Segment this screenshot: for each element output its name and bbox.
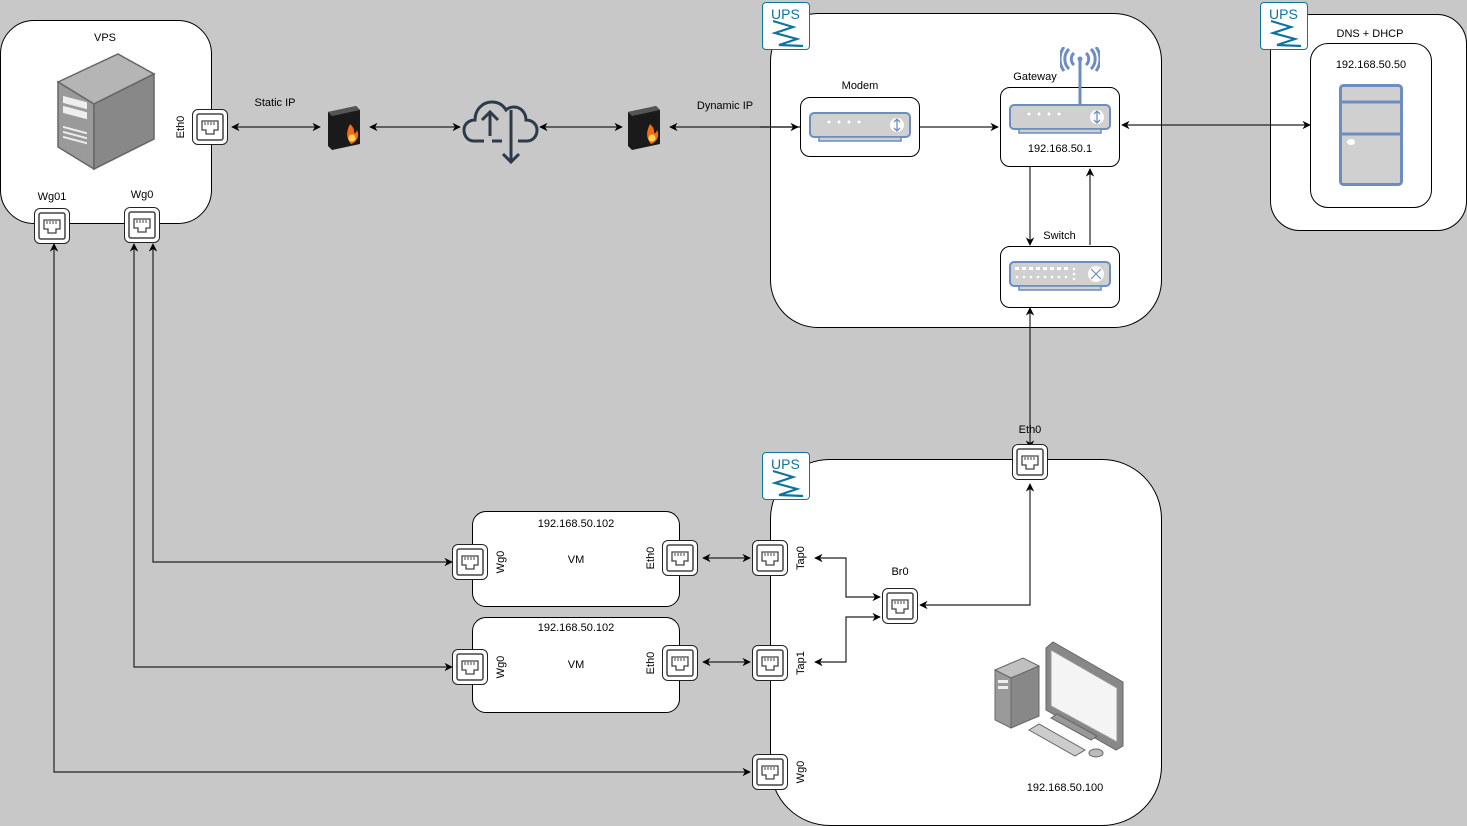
br0-bridge-port[interactable] [882,588,918,624]
host-eth0-port[interactable] [1012,444,1048,480]
link-vps-wg0-vm1 [148,243,453,567]
dynamic-ip-label: Dynamic IP [696,100,754,112]
tap1-label: Tap1 [795,651,807,675]
firewall-icon [326,106,364,153]
lightning-icon [771,469,804,497]
ethernet-port-icon [456,548,484,576]
vps-wg01-label: Wg01 [37,191,67,203]
tap0-label: Tap0 [795,546,807,570]
host-wg0-port[interactable] [752,754,788,790]
vps-wg01-port[interactable] [34,208,70,244]
vps-wg0-port[interactable] [124,207,160,243]
ethernet-port-icon [196,113,224,141]
dns-dhcp-ip: 192.168.50.50 [1335,59,1407,71]
vm2-wg0-port[interactable] [452,649,488,685]
vm1-eth0-label: Eth0 [645,546,657,570]
link-br0-tap0 [814,553,881,602]
ups-label: UPS [771,6,800,22]
link-br0-tap1 [814,612,881,667]
router-icon [1009,104,1111,134]
ups-badge-home: UPS [762,2,810,50]
link-vps-wg01-host [49,243,751,777]
vm-ip: 192.168.50.102 [537,622,615,634]
ethernet-port-icon [456,653,484,681]
vm-1[interactable]: 192.168.50.102 VM [472,511,680,607]
ups-badge-dns: UPS [1260,2,1308,50]
vm1-wg0-label: Wg0 [495,550,507,574]
vm2-eth0-label: Eth0 [645,651,657,675]
modem-label: Modem [841,80,879,92]
vm1-wg0-port[interactable] [452,544,488,580]
ethernet-port-icon [1016,448,1044,476]
ethernet-port-icon [756,758,784,786]
br0-label: Br0 [891,566,909,578]
firewall-icon [626,106,664,153]
vm1-eth0-port[interactable] [662,540,698,576]
gateway-device[interactable]: 192.168.50.1 [1000,87,1120,167]
network-switch-icon [1009,261,1111,291]
ethernet-port-icon [666,544,694,572]
server-tower-icon [56,52,156,175]
ups-badge-host: UPS [762,452,810,500]
tap1-port[interactable] [752,645,788,681]
ups-label: UPS [1269,6,1298,22]
ethernet-port-icon [886,592,914,620]
vm-name: VM [567,659,585,671]
dns-dhcp-server[interactable]: 192.168.50.50 [1310,43,1432,208]
switch-label: Switch [1043,230,1076,242]
vps-title: VPS [93,32,116,44]
ethernet-port-icon [756,544,784,572]
ethernet-port-icon [128,211,156,239]
link-vps-wg0-vm2 [129,243,453,672]
server-icon [1339,84,1403,186]
modem-icon [809,112,911,142]
internet-cloud-icon [462,92,542,169]
vps-eth0-port[interactable] [192,109,228,145]
host-wg0-label: Wg0 [795,760,807,784]
lightning-icon [771,19,804,47]
vps-eth0-label: Eth0 [175,115,187,139]
vps-wg0-label: Wg0 [130,189,154,201]
tap0-port[interactable] [752,540,788,576]
ethernet-port-icon [38,212,66,240]
gateway-label: Gateway [1013,71,1057,83]
ethernet-port-icon [666,649,694,677]
vm-ip: 192.168.50.102 [537,518,615,530]
wifi-antenna-icon [1060,47,1100,105]
lightning-icon [1269,19,1302,47]
static-ip-label: Static IP [254,97,296,109]
switch-device[interactable] [1000,246,1120,308]
vm2-wg0-label: Wg0 [495,655,507,679]
vm2-eth0-port[interactable] [662,645,698,681]
desktop-computer-icon [993,638,1128,761]
link-eth0-br0 [919,483,1035,610]
gateway-ip: 192.168.50.1 [1027,143,1093,155]
host-ip: 192.168.50.100 [1026,782,1104,794]
host-eth0-label: Eth0 [1018,424,1042,436]
ethernet-port-icon [756,649,784,677]
dns-dhcp-title: DNS + DHCP [1336,28,1404,40]
ups-label: UPS [771,456,800,472]
vm-name: VM [567,554,585,566]
modem-device[interactable] [800,97,920,157]
